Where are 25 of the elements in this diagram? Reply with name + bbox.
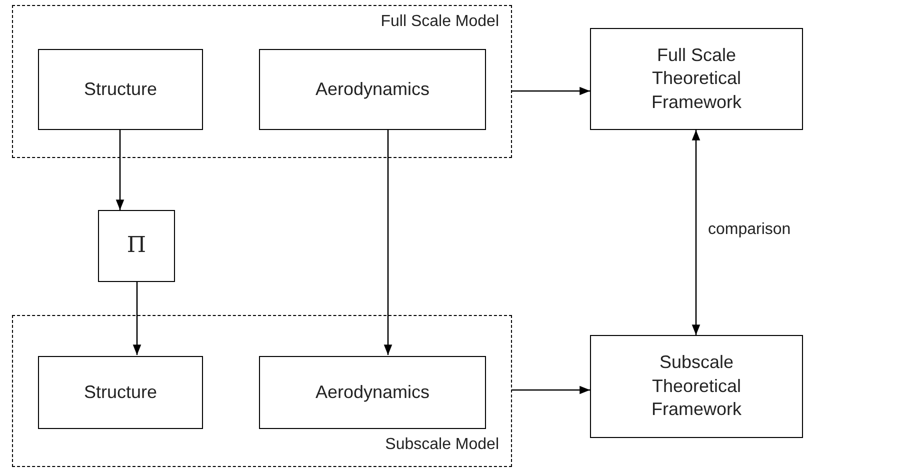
symbol-label: Π [126, 232, 146, 260]
box-label: Structure [84, 78, 158, 101]
dashed-group-frame [12, 5, 512, 158]
process-box [590, 335, 803, 438]
box-label: Full Scale Theoretical Framework [650, 44, 742, 114]
process-box [259, 356, 486, 429]
arrow [132, 282, 142, 355]
dashed-group-frame [12, 315, 512, 467]
box-label: Subscale Theoretical Framework [650, 351, 742, 422]
process-box [38, 49, 203, 130]
box-label: Aerodynamics [315, 380, 430, 404]
arrow [116, 129, 124, 210]
process-box [259, 49, 486, 130]
arrow [692, 130, 700, 335]
process-box [590, 28, 803, 130]
arrow [512, 86, 590, 96]
edge-label: comparison [708, 220, 791, 238]
process-box [38, 356, 203, 429]
box-label: Aerodynamics [315, 78, 430, 101]
group-title: Full Scale Model [380, 12, 499, 32]
box-label: Structure [84, 380, 158, 404]
arrow [384, 129, 392, 355]
process-box [98, 210, 175, 282]
group-title: Subscale Model [385, 435, 499, 456]
arrow [512, 386, 590, 394]
